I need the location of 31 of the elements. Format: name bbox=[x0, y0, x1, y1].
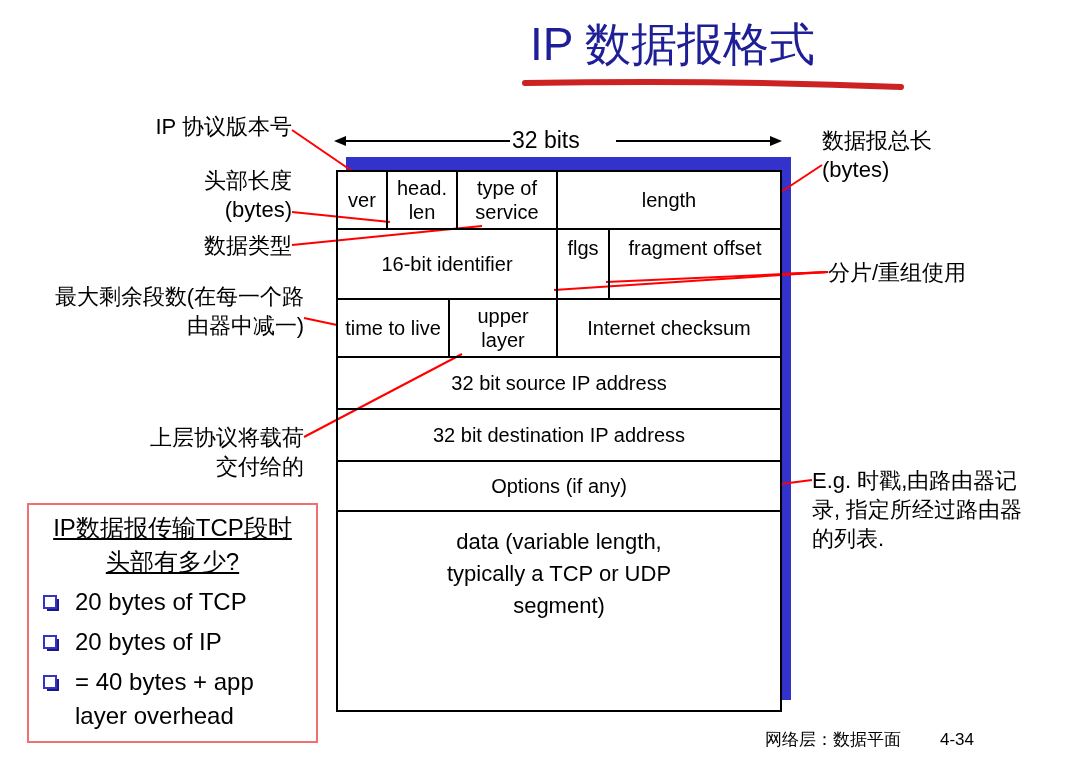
annotation-text: 数据报总长 (bytes) bbox=[822, 126, 952, 184]
question-panel bbox=[27, 503, 318, 743]
slide-title: IP 数据报格式 bbox=[530, 17, 816, 72]
annotation-text: 上层协议将载荷交付给的 bbox=[144, 423, 304, 481]
annotation-text: 分片/重组使用 bbox=[828, 258, 1008, 287]
leader-line bbox=[303, 317, 338, 326]
footer-text: 网络层：数据平面 bbox=[765, 729, 901, 751]
header-field-cell: 32 bit source IP address bbox=[336, 356, 782, 410]
annotation-text: E.g. 时戳,由路由器记录, 指定所经过路由器的列表. bbox=[812, 466, 1038, 553]
annotation-text: IP 协议版本号 bbox=[100, 112, 292, 141]
bullet-text: 20 bytes of TCP bbox=[75, 587, 247, 617]
leader-line bbox=[291, 129, 353, 172]
leader-line bbox=[291, 225, 483, 246]
data-field-cell: data (variable length, typically a TCP or UDP segment) bbox=[336, 510, 782, 712]
header-field-cell: 32 bit destination IP address bbox=[336, 408, 782, 462]
question-heading: IP数据报传输TCP段时头部有多少? bbox=[52, 513, 293, 577]
header-field-cell: length bbox=[556, 170, 782, 230]
bullet-text: = 40 bytes + app layer overhead bbox=[75, 667, 255, 731]
annotation-text: 最大剩余段数(在每一个路由器中减一) bbox=[34, 282, 304, 340]
header-field-cell: ver bbox=[336, 170, 388, 230]
bullet-text: 20 bytes of IP bbox=[75, 627, 222, 657]
leader-line bbox=[553, 271, 829, 291]
header-field-cell: Options (if any) bbox=[336, 460, 782, 512]
leader-line bbox=[303, 353, 463, 438]
leader-line bbox=[780, 479, 813, 485]
annotation-text: 头部长度 (bytes) bbox=[172, 166, 292, 224]
dimension-label: 32 bits bbox=[512, 126, 580, 154]
page-number: 4-34 bbox=[940, 729, 975, 751]
leader-line bbox=[780, 164, 823, 193]
leader-line bbox=[291, 211, 391, 223]
annotation-text: 数据类型 bbox=[192, 231, 292, 260]
